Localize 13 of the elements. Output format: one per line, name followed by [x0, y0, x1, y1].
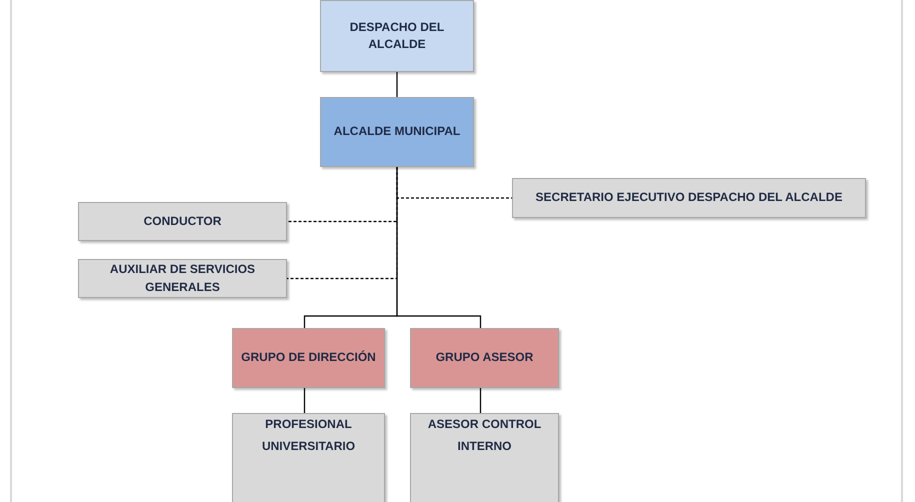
org-box: GRUPO DE DIRECCIÓN [232, 328, 385, 388]
connector-line [304, 388, 306, 413]
org-box: CONDUCTOR [78, 202, 287, 241]
connector-line [480, 388, 482, 413]
org-box: ASESOR CONTROL INTERNO [410, 413, 559, 502]
org-box: DESPACHO DEL ALCALDE [320, 0, 474, 72]
connector-line [396, 72, 398, 97]
org-box: AUXILIAR DE SERVICIOS GENERALES [78, 259, 287, 298]
org-box: ALCALDE MUNICIPAL [320, 97, 474, 167]
org-box: PROFESIONAL UNIVERSITARIO [232, 413, 385, 502]
org-box: GRUPO ASESOR [410, 328, 559, 388]
org-box: SECRETARIO EJECUTIVO DESPACHO DEL ALCALDE [512, 178, 866, 218]
connector-line [396, 167, 482, 328]
